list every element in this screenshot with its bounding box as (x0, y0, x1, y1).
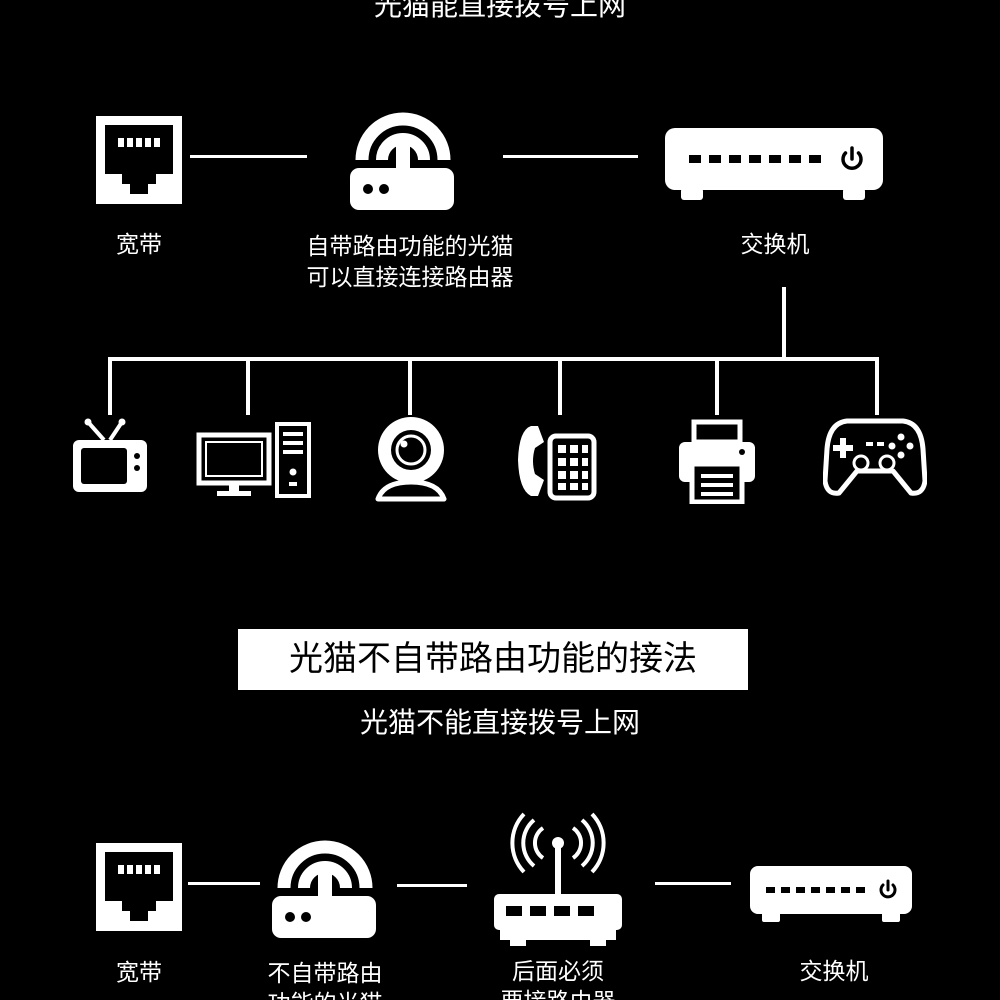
ethernet-port-icon (96, 116, 182, 204)
connector-line (188, 882, 260, 885)
ethernet-port-icon (96, 843, 182, 931)
connector-line (655, 882, 731, 885)
printer-icon (679, 419, 755, 504)
connector-line (503, 155, 638, 158)
device-drop-line (246, 357, 250, 415)
desktop-computer-icon (196, 422, 311, 498)
section2-title: 光猫不自带路由功能的接法 (238, 629, 748, 690)
connector-line (397, 884, 467, 887)
connector-line (190, 155, 307, 158)
switch-label: 交换机 (740, 232, 810, 258)
network-switch-icon (750, 866, 912, 922)
gamepad-icon (823, 418, 927, 496)
device-drop-line (558, 357, 562, 415)
broadband-label: 宽带 (116, 232, 162, 258)
modem-label-line2: 功能的光猫 (225, 988, 425, 1000)
router-label-line2: 要接路由器 (468, 986, 648, 1000)
section2-subtitle: 光猫不能直接拨号上网 (359, 706, 640, 739)
device-bus-line (108, 357, 878, 361)
device-drop-line (715, 357, 719, 415)
wifi-modem-icon (272, 840, 376, 938)
network-switch-icon (665, 128, 883, 200)
wifi-modem-icon (350, 112, 454, 210)
device-drop-line (108, 357, 112, 415)
section1-subtitle: 光猫能直接拨号上网 (373, 0, 626, 22)
broadband-label: 宽带 (116, 960, 162, 986)
modem-label-line2: 可以直接连接路由器 (306, 265, 514, 291)
switch-label: 交换机 (799, 959, 869, 985)
telephone-icon (518, 426, 597, 501)
tv-icon (73, 418, 147, 492)
router-icon (494, 812, 622, 946)
device-drop-line (408, 357, 412, 415)
router-label-line1: 后面必须 (512, 959, 604, 985)
modem-label-line1: 自带路由功能的光猫 (306, 234, 514, 260)
modem-label-line1: 不自带路由 (267, 961, 383, 987)
webcam-icon (375, 417, 447, 502)
switch-trunk-line (782, 287, 786, 360)
device-drop-line (875, 357, 879, 415)
